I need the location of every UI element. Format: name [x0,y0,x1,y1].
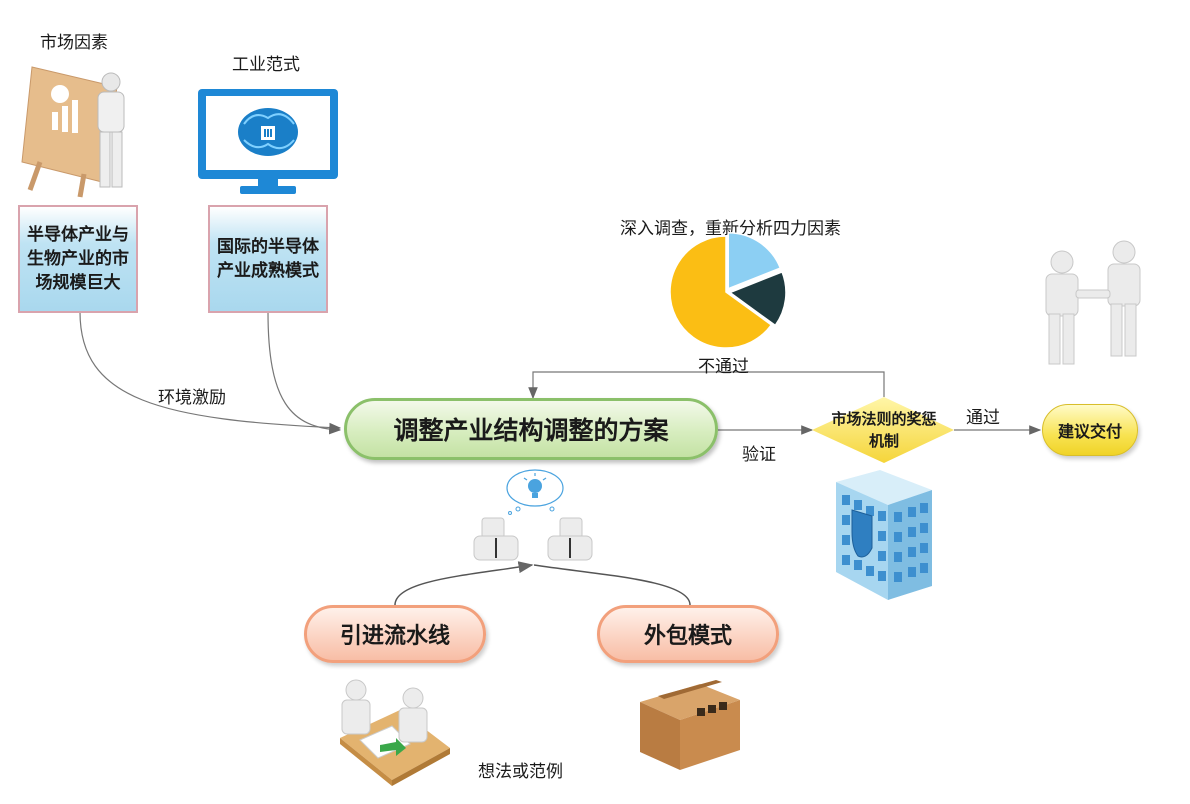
market-factors-label: 市场因素 [40,33,108,53]
deliver-node-label: 建议交付 [1057,422,1122,441]
market-size-box: 半导体产业与生物产业的市场规模巨大 [18,205,138,313]
deliver-node: 建议交付 [1042,404,1138,456]
pass-label: 通过 [966,408,1000,428]
pipeline-node-label: 引进流水线 [339,624,450,649]
outsourcing-node-label: 外包模式 [643,624,732,649]
ideas-label: 想法或范例 [478,762,563,782]
connector-market-to-plan [79,311,342,433]
connector-pipeline-to-idea [394,561,534,606]
industrial-paradigm-label: 工业范式 [232,55,300,75]
connector-outsourcing-to-idea [533,564,691,606]
connector-feedback [528,371,885,400]
plan-node-label: 调整产业结构调整的方案 [393,416,669,445]
mature-model-box: 国际的半导体产业成熟模式 [208,205,328,313]
outsourcing-node: 外包模式 [597,605,779,663]
verify-label: 验证 [742,445,776,465]
not-pass-label: 不通过 [698,357,749,377]
investigate-label: 深入调查，重新分析四力因素 [620,219,841,239]
env-incentive-label: 环境激励 [158,388,226,408]
plan-node: 调整产业结构调整的方案 [344,398,718,460]
mechanism-node: 市场法则的奖惩机制 [831,410,937,450]
connector-paradigm-to-plan [267,311,342,435]
pipeline-node: 引进流水线 [304,605,486,663]
